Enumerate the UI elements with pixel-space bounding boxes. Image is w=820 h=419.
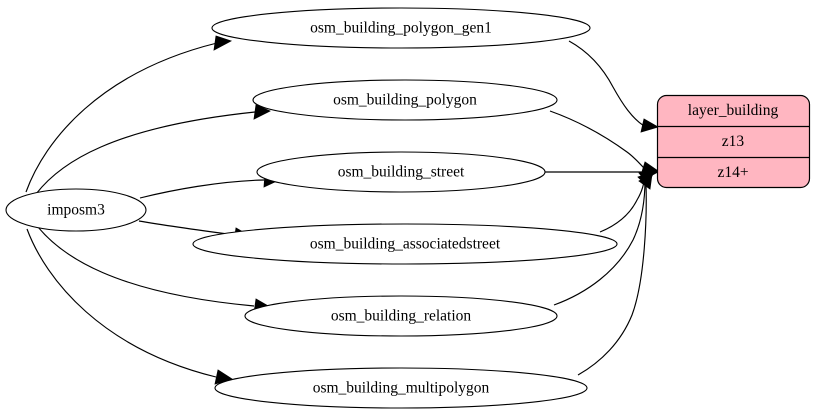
node-label: osm_building_relation: [331, 308, 472, 325]
edge-imposm3-to-osm-building-polygon: [35, 104, 271, 195]
edge-path: [35, 111, 256, 195]
node-imposm3[interactable]: imposm3: [5, 188, 147, 232]
node-osm-building-street[interactable]: osm_building_street: [256, 151, 546, 193]
arrow-head-icon: [213, 35, 233, 51]
node-label: osm_building_associatedstreet: [310, 236, 501, 253]
edge-path: [26, 228, 217, 378]
node-label: osm_building_polygon_gen1: [310, 20, 492, 37]
node-shape[interactable]: [192, 223, 618, 265]
node-osm-building-associatedstreet[interactable]: osm_building_associatedstreet: [192, 223, 618, 265]
edge-imposm3-to-osm-building-street: [139, 172, 280, 199]
node-shape[interactable]: [214, 367, 588, 409]
node-osm-building-relation[interactable]: osm_building_relation: [244, 295, 558, 337]
node-label: imposm3: [47, 202, 105, 219]
node-layer-building[interactable]: layer_building z13 z14+: [656, 94, 811, 189]
node-shape[interactable]: [256, 151, 546, 193]
edge-path: [577, 183, 647, 376]
node-osm-building-multipolygon[interactable]: osm_building_multipolygon: [214, 367, 588, 409]
edge-imposm3-to-osm-building-polygon-gen1: [25, 35, 233, 193]
edge-path: [139, 179, 265, 199]
arrow-head-icon: [253, 104, 271, 120]
node-label: osm_building_street: [338, 164, 465, 181]
edge-osm-building-polygon-gen1-to-z13: [568, 40, 660, 133]
node-osm-building-polygon-gen1[interactable]: osm_building_polygon_gen1: [211, 7, 591, 49]
record-row-zoom-z14-plus: z14+: [717, 164, 748, 181]
edge-imposm3-to-osm-building-multipolygon: [26, 228, 233, 385]
node-label: osm_building_polygon: [333, 92, 477, 109]
record-row-layer-name: layer_building: [688, 102, 779, 119]
edge-path: [549, 110, 645, 169]
edge-path: [25, 42, 218, 193]
record-row-zoom-z13: z13: [722, 133, 745, 150]
edge-osm-building-polygon-to-z14-plus: [549, 110, 659, 176]
node-shape[interactable]: [211, 7, 591, 49]
edge-group-layer-convergence: [545, 40, 660, 376]
edge-path: [568, 40, 645, 127]
arrow-head-icon: [640, 118, 660, 133]
node-osm-building-polygon[interactable]: osm_building_polygon: [252, 79, 558, 121]
edge-path: [599, 175, 646, 233]
record-node-shape[interactable]: [656, 94, 811, 189]
node-shape[interactable]: [5, 188, 147, 232]
edge-path: [37, 226, 255, 307]
edge-path: [138, 220, 236, 236]
node-label: osm_building_multipolygon: [313, 380, 490, 397]
edge-path: [553, 179, 646, 306]
node-shape[interactable]: [252, 79, 558, 121]
arrow-head-icon: [638, 173, 653, 190]
node-shape[interactable]: [244, 295, 558, 337]
edge-osm-building-multipolygon-to-z14-plus: [577, 173, 653, 376]
